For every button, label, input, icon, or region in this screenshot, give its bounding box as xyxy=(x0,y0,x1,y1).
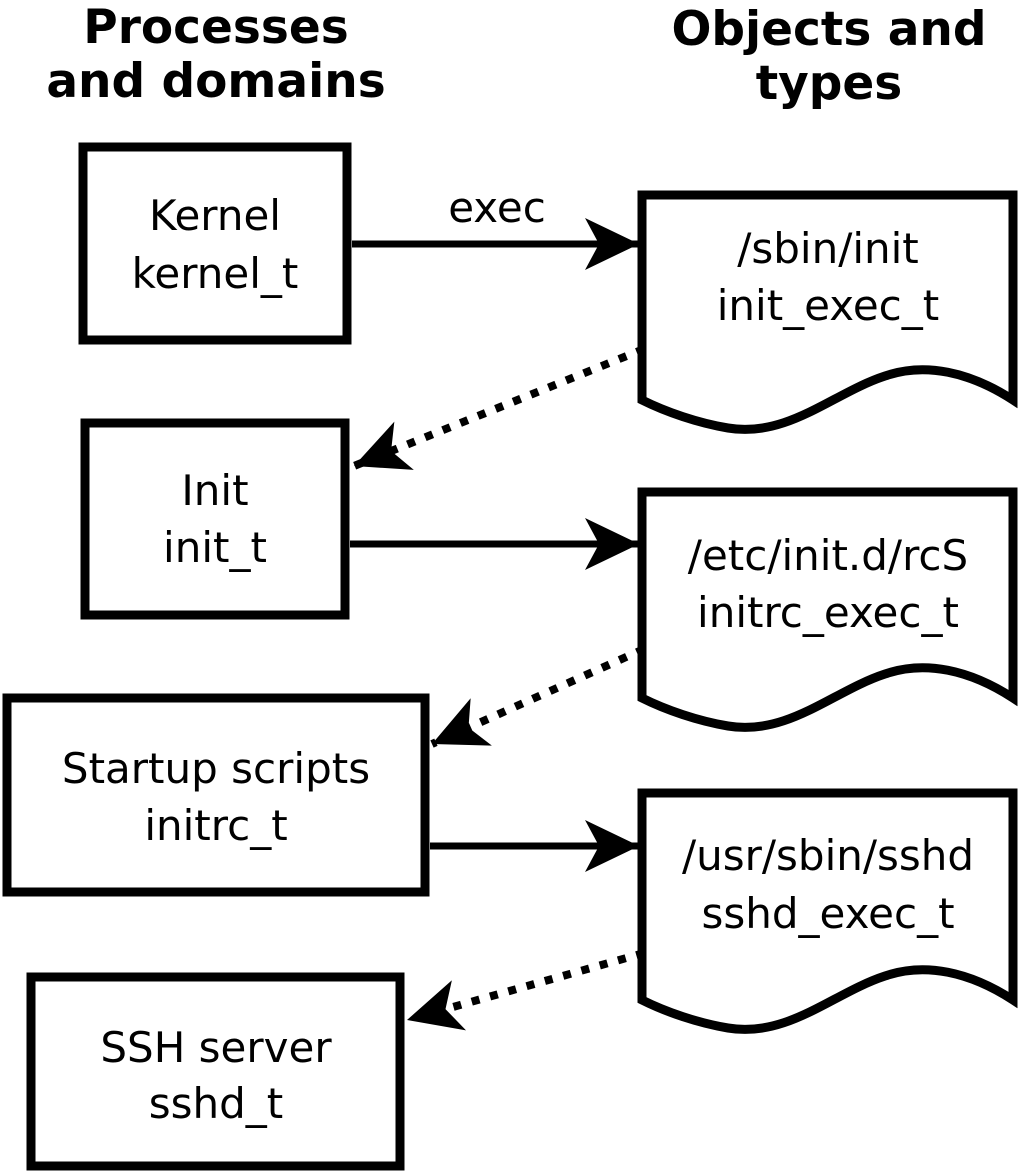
object-doc-usr-sbin-sshd: /usr/sbin/sshd sshd_exec_t xyxy=(637,788,1018,1034)
header-processes-line1: Processes xyxy=(83,0,348,55)
process-kernel-type: kernel_t xyxy=(132,249,299,298)
object-doc-etc-init-rcs: /etc/init.d/rcS initrc_exec_t xyxy=(637,487,1018,732)
object-sbin-init-path: /sbin/init xyxy=(737,224,919,273)
process-box-kernel: Kernel kernel_t xyxy=(78,142,352,345)
header-objects-line2: types xyxy=(756,56,903,111)
process-box-kernel-shape xyxy=(78,142,352,345)
object-doc-usr-sbin-sshd-shape xyxy=(637,788,1018,1034)
process-init-name: Init xyxy=(181,466,248,515)
process-startup-scripts-type: initrc_t xyxy=(144,801,287,850)
process-box-startup-scripts: Startup scripts initrc_t xyxy=(2,693,430,897)
column-header-processes: Processes and domains xyxy=(46,0,385,109)
process-box-ssh-server-shape xyxy=(26,972,405,1171)
column-header-objects: Objects and types xyxy=(671,2,986,111)
object-usr-sbin-sshd-type: sshd_exec_t xyxy=(701,889,954,938)
header-processes-line2: and domains xyxy=(46,54,385,109)
object-etc-init-rcs-path: /etc/init.d/rcS xyxy=(688,531,968,580)
object-usr-sbin-sshd-path: /usr/sbin/sshd xyxy=(682,831,974,880)
process-box-ssh-server: SSH server sshd_t xyxy=(26,972,405,1171)
process-kernel-name: Kernel xyxy=(149,191,281,240)
object-doc-sbin-init-shape xyxy=(637,190,1018,434)
object-doc-etc-init-rcs-shape xyxy=(637,487,1018,732)
process-ssh-server-name: SSH server xyxy=(100,1023,332,1072)
dotted-arrow-sshd-exec-to-sshd-t xyxy=(405,949,646,1031)
exec-edge-label: exec xyxy=(448,183,546,232)
process-startup-scripts-name: Startup scripts xyxy=(62,744,370,793)
dotted-arrow-sbin-init-to-init-t xyxy=(352,345,646,470)
object-doc-sbin-init: /sbin/init init_exec_t xyxy=(637,190,1018,434)
process-box-startup-scripts-shape xyxy=(2,693,430,897)
header-objects-line1: Objects and xyxy=(671,2,986,57)
object-sbin-init-type: init_exec_t xyxy=(717,281,940,330)
process-box-init-shape xyxy=(80,418,350,620)
process-init-type: init_t xyxy=(163,523,267,572)
process-box-init: Init init_t xyxy=(80,418,350,620)
dotted-arrow-rcs-to-initrc-t xyxy=(430,645,646,748)
edges-dotted xyxy=(352,345,646,1031)
object-etc-init-rcs-type: initrc_exec_t xyxy=(697,588,959,637)
process-ssh-server-type: sshd_t xyxy=(149,1079,284,1128)
edges-solid: exec xyxy=(350,183,639,872)
